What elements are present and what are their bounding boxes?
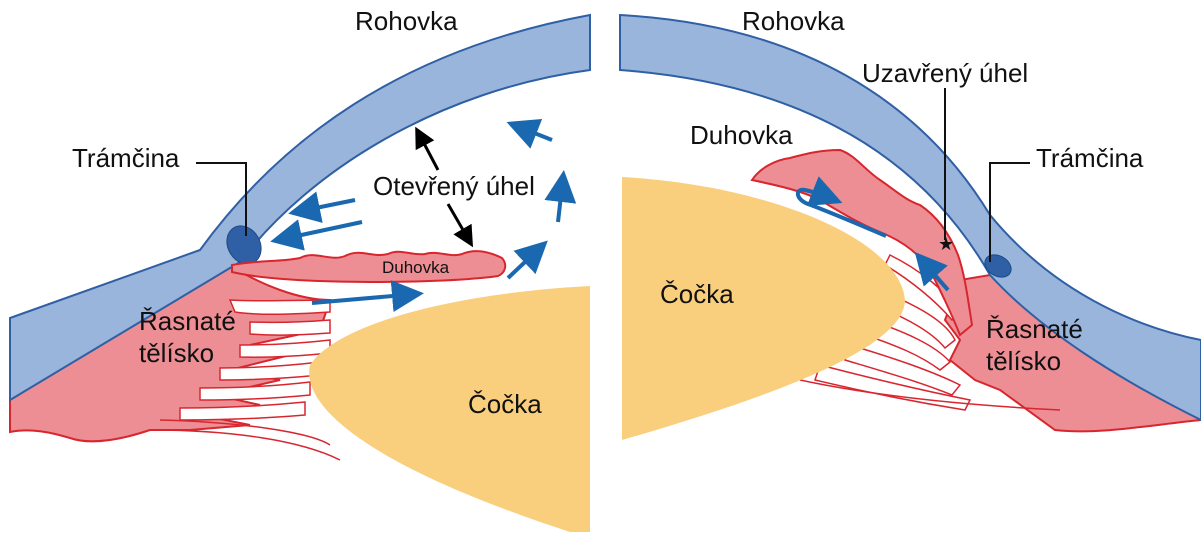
right-ciliary-label-1: Řasnaté xyxy=(986,314,1083,344)
left-panel-open-angle: Rohovka Trámčina Otevřený úhel Duhovka Ř… xyxy=(10,6,590,532)
right-cornea-label: Rohovka xyxy=(742,6,845,36)
left-lens-label: Čočka xyxy=(468,389,542,419)
left-iris-label: Duhovka xyxy=(382,258,450,277)
right-closed-angle-star: ★ xyxy=(938,234,954,254)
right-iris-label: Duhovka xyxy=(690,120,793,150)
right-panel-closed-angle: ★ Rohovka Uzavřený úhel Duhovka Trámčina… xyxy=(620,6,1201,440)
right-trabecular-label: Trámčina xyxy=(1036,143,1144,173)
right-ciliary-label-2: tělísko xyxy=(986,346,1061,376)
left-lens xyxy=(309,286,590,532)
left-trabecular-label: Trámčina xyxy=(72,143,180,173)
left-iris xyxy=(232,251,505,282)
left-ciliary-label-1: Řasnaté xyxy=(139,306,236,336)
left-angle-arrow-down xyxy=(448,204,470,242)
left-open-angle-label: Otevřený úhel xyxy=(373,171,535,201)
right-closed-angle-label: Uzavřený úhel xyxy=(862,58,1028,88)
right-lens-label: Čočka xyxy=(660,279,734,309)
left-angle-arrow-up xyxy=(418,132,438,170)
left-cornea-label: Rohovka xyxy=(355,6,458,36)
left-ciliary-label-2: tělísko xyxy=(139,338,214,368)
